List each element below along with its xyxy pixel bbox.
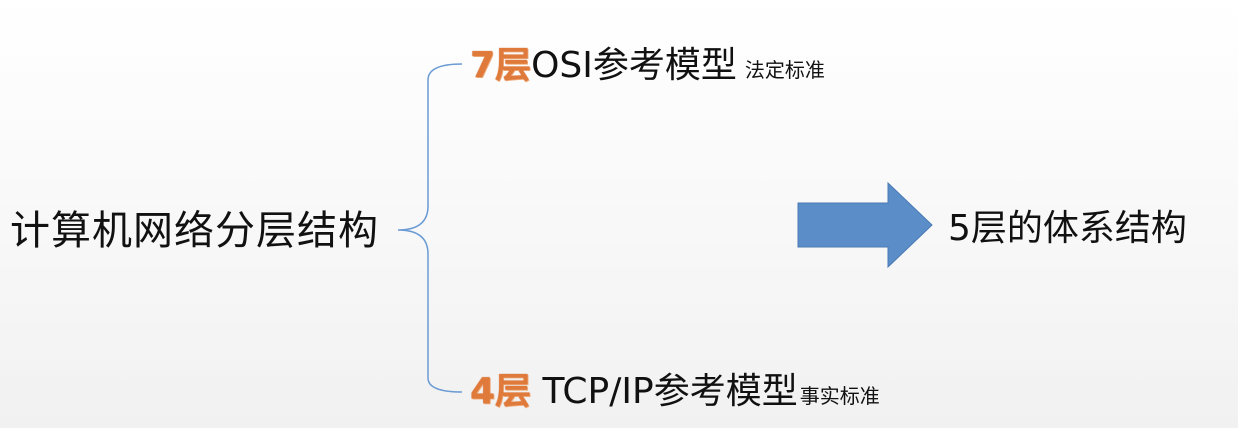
- model-note-tcpip: 事实标准: [799, 384, 880, 408]
- layer-count-tcpip: 4层: [470, 371, 532, 412]
- model-name-tcpip: TCP/IP参考模型: [542, 371, 798, 412]
- branch-tcpip: 4层 TCP/IP参考模型事实标准: [470, 370, 880, 418]
- bracket-line: [397, 63, 463, 393]
- model-name-osi: OSI参考模型: [531, 45, 737, 86]
- branch-osi: 7层OSI参考模型法定标准: [470, 44, 825, 92]
- model-note-osi: 法定标准: [744, 58, 825, 82]
- root-node: 计算机网络分层结构: [10, 208, 379, 254]
- layer-count-osi: 7层: [470, 45, 532, 86]
- result-node: 5层的体系结构: [948, 208, 1187, 249]
- right-arrow-icon: [797, 181, 933, 269]
